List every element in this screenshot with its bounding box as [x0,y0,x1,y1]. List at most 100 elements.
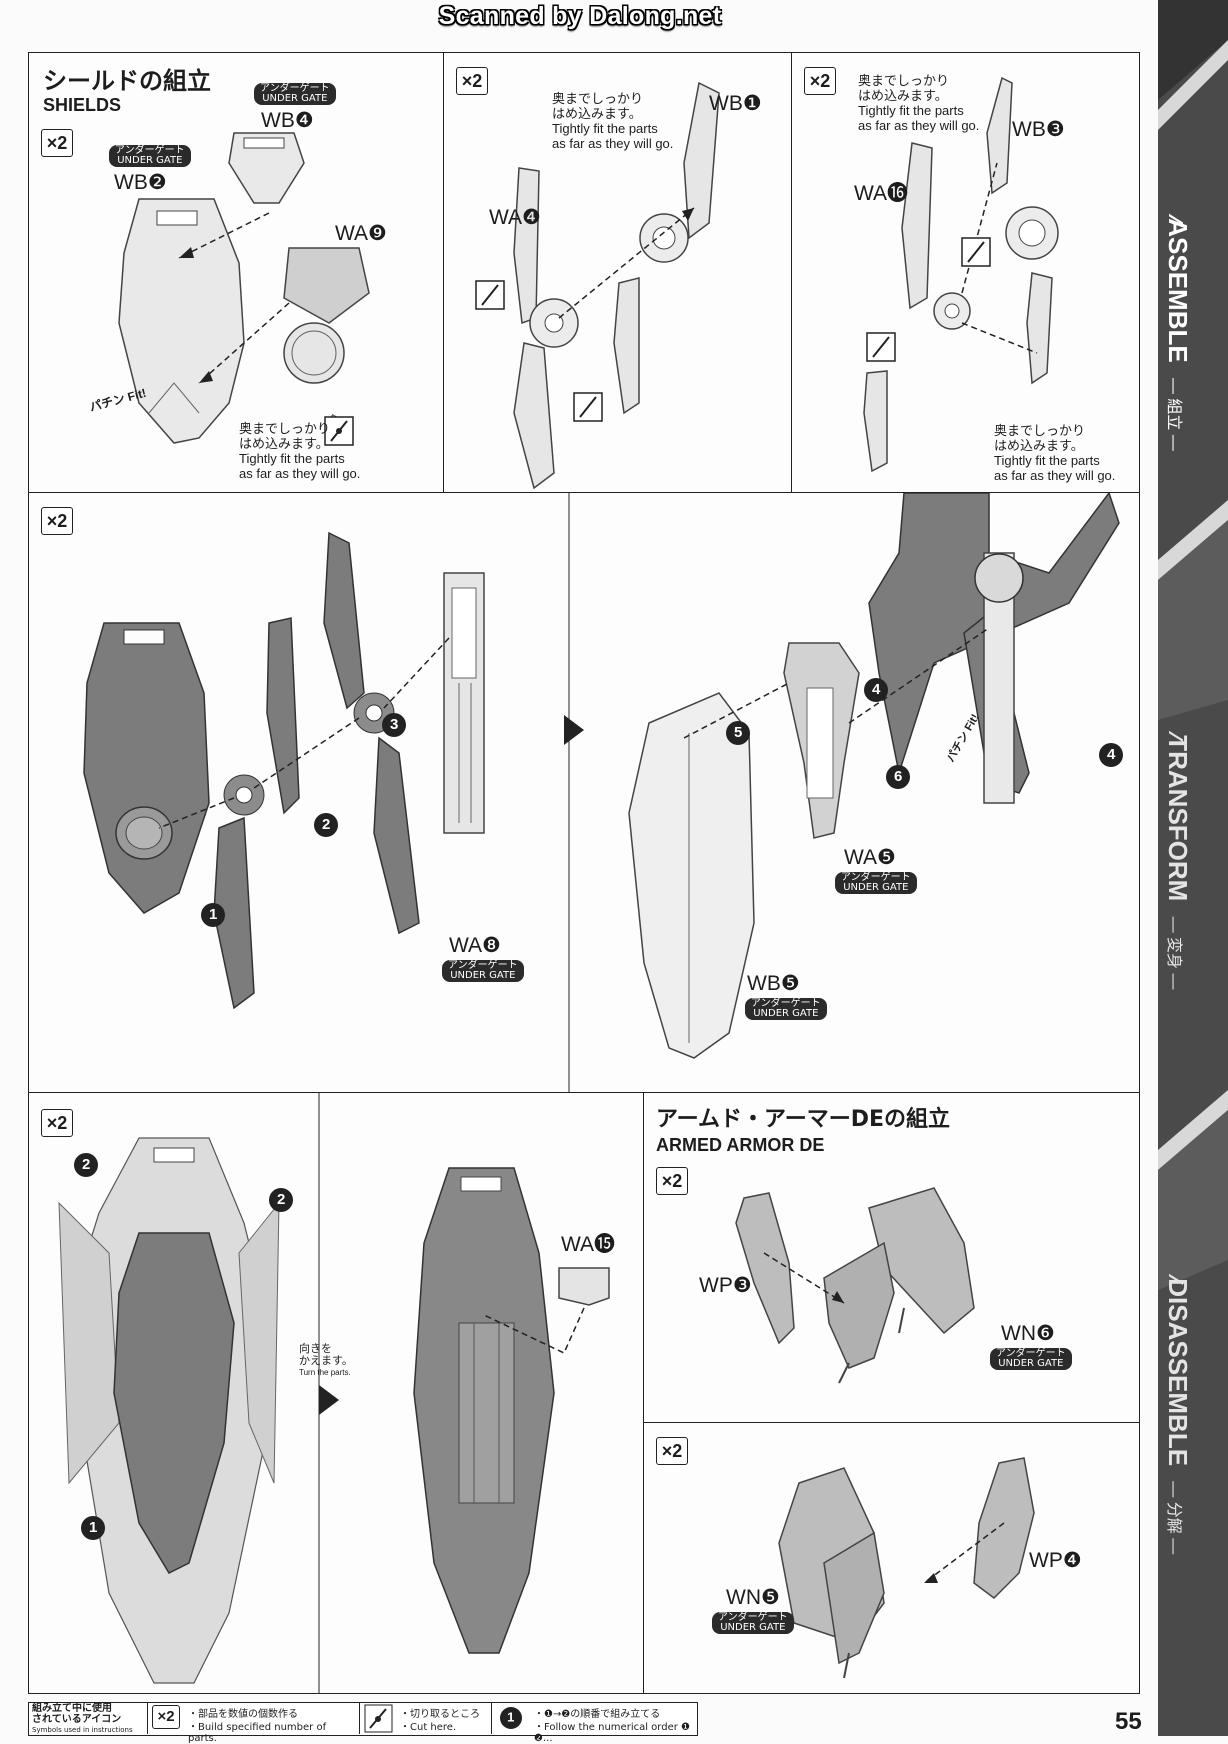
legend-order: 1 ・❶→❷の順番で組み立てる ・Follow the numerical or… [491,1702,697,1744]
note-en-line: as far as they will go. [994,468,1116,483]
legend-order-en: ・Follow the numerical order ❶ ❷... [534,1722,690,1744]
multiplier-badge: ×2 [41,507,73,535]
wing-blade-wa16-upper [901,142,933,310]
label-wb5: WB❺ [747,972,800,995]
label-wb3: WB❸ [1012,118,1065,141]
armed-armor-2-diagram [778,1457,1035,1679]
sidebar-disassemble-label: DISASSEMBLE [1163,1278,1193,1467]
legend-x2-symbol: ×2 [152,1705,180,1729]
note-en-line: as far as they will go. [858,118,980,133]
note-jp-line: 奥までしっかり [239,421,331,436]
fit-note-top: 奥までしっかり はめ込みます。 Tightly fit the parts as… [858,73,979,133]
page-number: 55 [1115,1708,1142,1735]
shield-part-wb4 [228,132,305,204]
note-en-line: Tightly fit the parts [552,121,658,136]
multiplier-badge: ×2 [804,67,836,95]
panel-shield-wing-assembly: ×2 [28,492,1140,1094]
fit-note-bottom: 奥までしっかり はめ込みます。 Tightly fit the parts as… [994,423,1115,483]
sidebar-assemble-jp: — 組立 — [1165,377,1182,451]
wing-blade-wa4-lower [513,342,555,490]
armed-armor-title-jp: アームド・アーマーDEの組立 [656,1107,950,1132]
note-jp-line: 奥までしっかり [994,423,1086,438]
wing-blade-dark-4 [213,816,255,1010]
wing-blade-wa16-lower [863,370,888,473]
watermark-text: Scanned by Dalong.net [438,2,722,30]
legend-order-symbol: 1 [495,1702,527,1734]
shield-part-wb5 [628,692,755,1059]
panel-shield-final: ×2 2 2 1 向きを かえます。 Turn the parts. WA⓯ [28,1092,645,1694]
wing-blade-wa4-upper [513,167,540,325]
armor-plate-wp3 [735,1192,795,1345]
label-wa9: WA❾ [335,222,387,245]
shields-diagram [118,132,370,446]
label-wn5: WN❺ [726,1586,780,1609]
label-wn6: WN❻ [1001,1322,1055,1345]
wing-blade-dark-3 [373,736,420,935]
wing-blade-wb1-lower [613,277,640,415]
panel-wing-assembly-1: ×2 WB❶ WA❹ 奥までしっかり はめ込みます。 Tightly fit t… [443,52,793,494]
armed-armor-diagram [735,1187,975,1384]
note-jp-line: はめ込みます。 [858,88,948,103]
sidebar-stripes [1158,0,1228,1290]
legend-cut-en: ・Cut here. [400,1722,457,1733]
note-jp-line: 奥までしっかり [552,91,644,106]
wing-diagram-1 [475,81,720,490]
wing-diagram-2 [863,76,1059,473]
turn-note-jp: かえます。 [299,1355,353,1367]
legend-cut-jp: ・切り取るところ [400,1709,480,1720]
multiplier-badge: ×2 [41,1109,73,1137]
legend-heading: 組み立て中に使用 されているアイコン Symbols used in instr… [32,1703,133,1734]
label-wa8: WA❽ [449,934,501,957]
transition-arrow-icon [319,1385,339,1415]
sidebar-transform-jp: — 変身 — [1165,916,1182,990]
wing-blade-wb3-upper [986,76,1013,195]
shield-wing-right [238,1201,280,1484]
label-wb1: WB❶ [709,92,762,115]
note-en-line: Tightly fit the parts [994,453,1100,468]
sidebar-transform: ⁄⁄ TRANSFORM — 変身 — [1163,734,1193,990]
turn-note-en: Turn the parts. [299,1368,351,1377]
legend-cut: ・切り取るところ ・Cut here. [359,1703,490,1734]
shields-title-jp: シールドの組立 [43,67,211,95]
fit-note: 奥までしっかり はめ込みます。 Tightly fit the parts as… [239,421,360,481]
sidebar-disassemble-jp: — 分解 — [1165,1481,1182,1555]
legend-multiplier: ×2 ・部品を数値の個数作る ・Build specified number o… [147,1703,358,1744]
note-en-line: Tightly fit the parts [239,451,345,466]
note-en-line: Tightly fit the parts [858,103,964,118]
wing-blade-dark-2 [266,617,300,815]
legend-x2-jp: ・部品を数値の個数作る [188,1709,298,1720]
multiplier-badge: ×2 [656,1437,688,1465]
shield-part-wb2 [118,198,245,444]
shield-part-wa9 [283,247,370,324]
wing-blade-wb1-upper [683,81,720,240]
label-wp4: WP❹ [1029,1549,1082,1572]
label-wb2: WB❷ [114,171,167,194]
note-en-line: as far as they will go. [239,466,361,481]
shield-part-wa9-disc [283,322,345,384]
label-wa16: WA⓰ [854,182,909,205]
turn-note-jp: 向きを [299,1343,332,1355]
note-jp-line: はめ込みます。 [552,106,642,121]
shield-body-dark [83,622,210,914]
panel-wing-assembly-2: ×2 WB❸ WA⓰ 奥までしっかり はめ込みます。 Tightly fit t… [791,52,1140,494]
shields-title-en: SHIELDS [43,95,122,115]
transition-arrow-icon [564,715,584,745]
note-jp-line: はめ込みます。 [239,436,329,451]
wing-blade-dark-1 [323,531,365,710]
multiplier-badge: ×2 [456,67,488,95]
armed-armor-title-en: ARMED ARMOR DE [656,1135,825,1155]
shield-dark-front [113,1232,235,1574]
shield-wing-left [58,1201,120,1485]
label-wa4: WA❹ [489,206,541,229]
legend-x2-en: ・Build specified number of parts. [188,1722,327,1744]
fit-note: 奥までしっかり はめ込みます。 Tightly fit the parts as… [552,91,673,151]
note-jp-line: はめ込みます。 [994,438,1084,453]
note-en-line: as far as they will go. [552,136,674,151]
